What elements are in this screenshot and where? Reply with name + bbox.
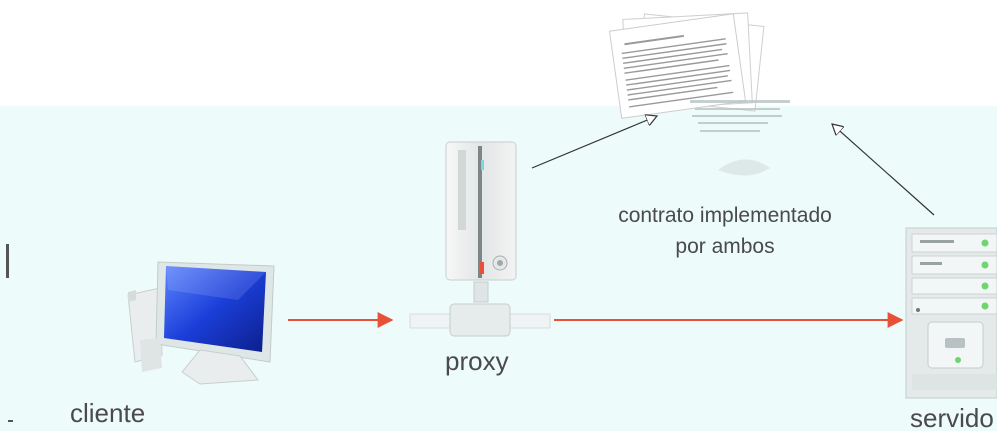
client-label: cliente [70,398,146,428]
tower-server-icon [409,141,551,337]
proxy-to-contract-arrow [531,116,657,169]
corner-mark [8,420,13,422]
contract-label-line2: por ambos [675,235,775,258]
document-stack-icon [608,12,790,132]
server-to-contract-arrow [832,124,935,216]
proxy-label: proxy [445,346,509,376]
desktop-computer-icon [127,261,275,385]
rack-server-icon [905,227,997,399]
contract-label-line1: contrato implementado [618,204,832,227]
document-reflection [718,159,770,176]
edge-mark [6,244,9,278]
server-label: servido [910,403,994,433]
contract-label: contrato implementado por ambos [585,200,865,262]
